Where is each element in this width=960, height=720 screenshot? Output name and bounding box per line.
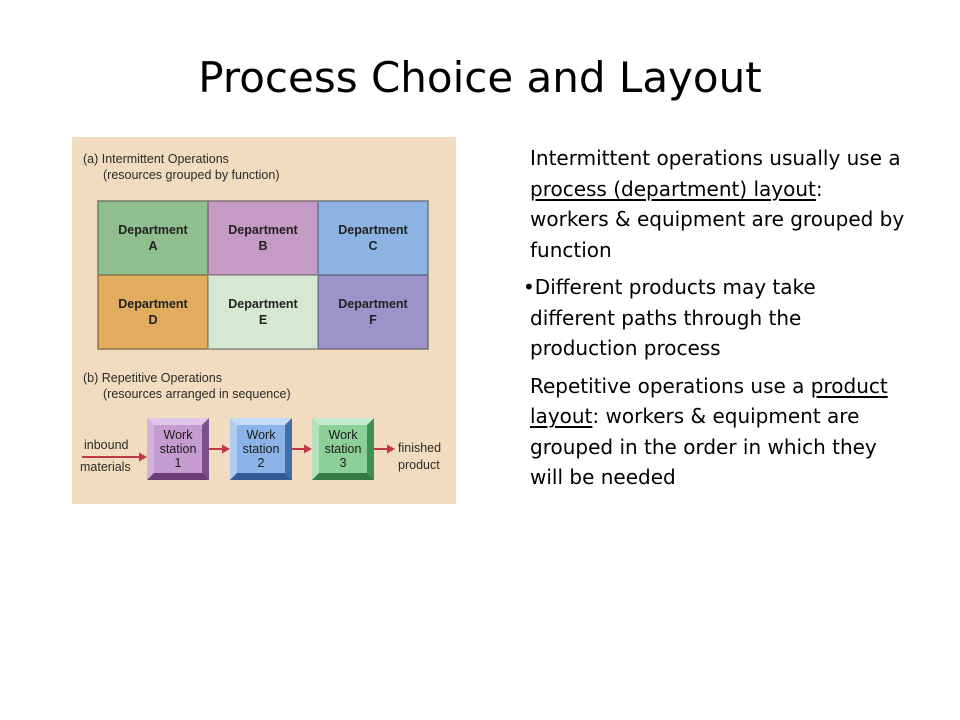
department-f: Department F bbox=[318, 275, 428, 349]
department-grid: Department A Department B Department C D… bbox=[98, 201, 428, 349]
finished-label: finished bbox=[398, 441, 442, 455]
paragraph-paths: •Different products may take different p… bbox=[523, 272, 905, 364]
work-station-1: Work station 1 bbox=[147, 418, 209, 480]
p3-text-after: : workers & equipment are grouped in the… bbox=[530, 404, 877, 489]
intermittent-heading: (a) Intermittent Operations bbox=[83, 152, 229, 166]
slide-title: Process Choice and Layout bbox=[198, 53, 762, 102]
arrow-outbound-head bbox=[387, 444, 395, 454]
arrow-1-2-head bbox=[222, 444, 230, 454]
process-layout-term: process (department) layout bbox=[530, 176, 816, 201]
intermittent-label: (a) Intermittent Operations (resources g… bbox=[83, 151, 279, 183]
p3-text-before: Repetitive operations use a bbox=[530, 373, 811, 398]
p1-text-before: Intermittent operations usually use a bbox=[530, 146, 901, 170]
repetitive-label: (b) Repetitive Operations (resources arr… bbox=[83, 370, 291, 402]
bullet-icon: • bbox=[523, 275, 535, 299]
work-station-3: Work station 3 bbox=[312, 418, 374, 480]
arrow-2-3-head bbox=[304, 444, 312, 454]
department-a: Department A bbox=[98, 201, 208, 275]
department-b: Department B bbox=[208, 201, 318, 275]
product-layout-term: product layout bbox=[530, 373, 888, 429]
department-c: Department C bbox=[318, 201, 428, 275]
layout-figure: (a) Intermittent Operations (resources g… bbox=[72, 137, 456, 504]
work-station-2: Work station 2 bbox=[230, 418, 292, 480]
intermittent-subheading: (resources grouped by function) bbox=[103, 168, 280, 182]
product-label: product bbox=[398, 458, 440, 472]
p1-text-after: : workers & equipment are grouped by fun… bbox=[530, 176, 905, 262]
arrow-inbound-head bbox=[139, 452, 147, 462]
inbound-label: inbound bbox=[84, 438, 129, 452]
repetitive-heading: (b) Repetitive Operations bbox=[83, 371, 222, 385]
materials-label: materials bbox=[80, 460, 131, 474]
p2-text: Different products may take different pa… bbox=[530, 275, 816, 360]
paragraph-repetitive: Repetitive operations use a product layo… bbox=[530, 371, 905, 493]
repetitive-subheading: (resources arranged in sequence) bbox=[103, 387, 291, 401]
department-e: Department E bbox=[208, 275, 318, 349]
flow-arrows bbox=[82, 444, 395, 462]
text-column: Intermittent operations usually use a pr… bbox=[523, 143, 905, 500]
paragraph-intermittent: Intermittent operations usually use a pr… bbox=[530, 143, 905, 265]
department-d: Department D bbox=[98, 275, 208, 349]
